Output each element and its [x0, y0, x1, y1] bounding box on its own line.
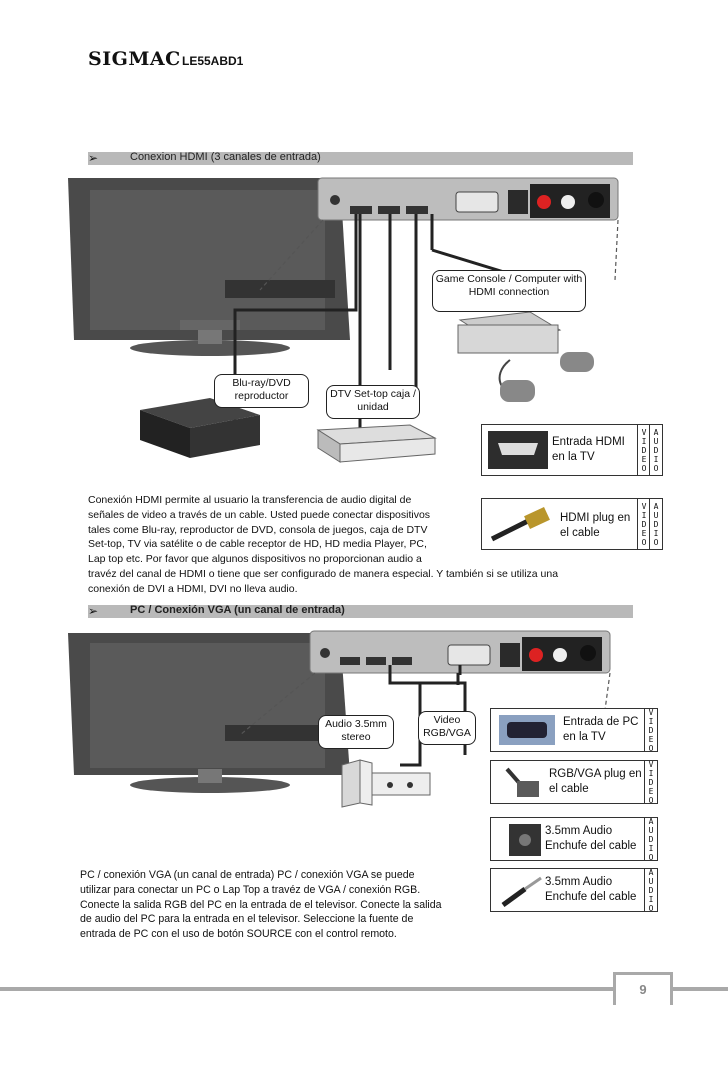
dtv-label: DTV Set-top caja / unidad: [326, 385, 420, 419]
arrow-bullet-icon: ➢: [88, 604, 99, 618]
hdmi-plug-text: HDMI plug en el cable: [560, 512, 631, 539]
section-vga-title: PC / Conexión VGA (un canal de entrada): [130, 604, 345, 616]
arrow-bullet-icon: ➢: [88, 151, 99, 165]
audio-plug-icon: [501, 876, 542, 907]
tv-panel-illustration-2: [309, 630, 611, 674]
hdmi-port-icon: [488, 431, 548, 469]
hdmi-plug-icon: [490, 507, 550, 542]
audio-jack-text: 3.5mm Audio Enchufe del cable: [545, 825, 637, 852]
page-number: 9: [639, 982, 647, 997]
vga-plug-text: RGB/VGA plug en el cable: [549, 768, 642, 795]
vga-description: PC / conexión VGA (un canal de entrada) …: [80, 869, 442, 941]
brand-name: SIGMAC: [88, 48, 181, 70]
video-label: Video RGB/VGA: [418, 711, 476, 745]
pc-input-text: Entrada de PC en la TV: [563, 716, 639, 743]
hdmi-connection-diagram: [68, 177, 619, 463]
tv-back-illustration: [68, 178, 350, 356]
game-console-label: Game Console / Computer with HDMI connec…: [432, 270, 586, 312]
bluray-label: Blu-ray/DVD reproductor: [214, 374, 309, 408]
tv-back-illustration-2: [68, 633, 350, 793]
audio-plug-text: 3.5mm Audio Enchufe del cable: [545, 876, 637, 903]
vga-plug-icon: [505, 767, 539, 797]
section-vga-header: ➢ PC / Conexión VGA (un canal de entrada…: [88, 604, 633, 618]
section-hdmi-title: Conexion HDMI (3 canales de entrada): [130, 151, 321, 163]
audio-jack-icon: [509, 824, 541, 856]
vga-connection-diagram: [68, 630, 611, 808]
pc-tower-illustration: [341, 759, 431, 808]
vga-port-icon: [499, 715, 555, 745]
dtv-box-illustration: [316, 424, 437, 463]
model-number: LE55ABD1: [182, 54, 244, 68]
page-number-box: [613, 972, 673, 1005]
tv-panel-illustration: [317, 177, 619, 221]
game-console-illustration: [457, 311, 594, 402]
section-hdmi-header: ➢ Conexion HDMI (3 canales de entrada): [88, 151, 633, 165]
audio-label: Audio 3.5mm stereo: [318, 715, 394, 749]
hdmi-description: Conexión HDMI permite al usuario la tran…: [88, 494, 559, 595]
hdmi-input-text: Entrada HDMI en la TV: [552, 436, 625, 463]
footer-line: [0, 987, 728, 991]
